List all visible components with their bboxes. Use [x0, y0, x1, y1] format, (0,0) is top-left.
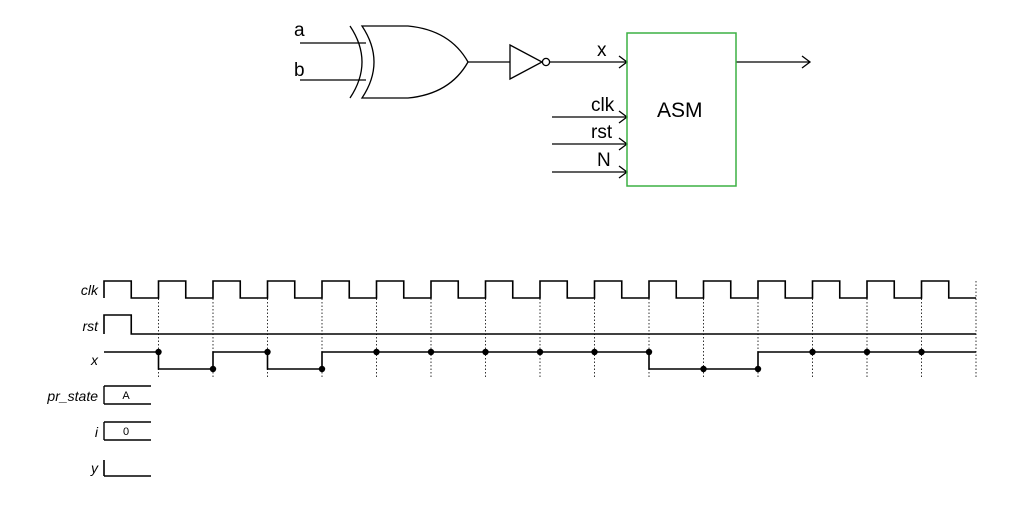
inverter-bubble [541, 57, 551, 67]
x-sample-dot [645, 348, 653, 356]
x-sample-dot [373, 348, 380, 356]
circuit-schematic [300, 25, 812, 179]
y-line [103, 460, 151, 477]
x-sample-dot [264, 348, 271, 356]
x-sample-dot [536, 348, 544, 356]
x-sample-dot [700, 365, 707, 373]
x-sample-dot [155, 348, 162, 356]
asm-label: ASM [657, 99, 703, 122]
signal-label-x: x [90, 352, 99, 368]
label-b: b [294, 60, 305, 81]
signal-label-pr-state: pr_state [46, 388, 98, 404]
x-sample-dot [318, 365, 326, 373]
x-sample-dot [863, 348, 871, 356]
label-clk: clk [591, 95, 615, 116]
xor-gate-body [360, 25, 469, 99]
asm-block [626, 32, 737, 187]
label-x: x [597, 40, 607, 61]
label-rst: rst [591, 122, 613, 143]
i-value: 0 [123, 426, 129, 438]
arrow-out [801, 55, 812, 69]
x-sample-dot [209, 365, 217, 373]
signal-label-y: y [90, 460, 99, 476]
x-sample-dot [591, 348, 598, 356]
inverter-triangle [509, 43, 544, 81]
signal-label-rst: rst [82, 318, 99, 334]
xor-input-curve [349, 25, 363, 99]
clk-waveform [103, 280, 976, 299]
x-sample-dot [427, 348, 435, 356]
x-sample-dot [918, 348, 925, 356]
label-n: N [597, 150, 611, 171]
pr-state-value: A [122, 390, 130, 402]
signal-label-i: i [95, 424, 99, 440]
x-sample-dot [754, 365, 762, 373]
x-sample-dots [155, 348, 925, 373]
pr-state-bus [103, 385, 151, 405]
rst-waveform [103, 314, 976, 335]
x-sample-dot [482, 348, 489, 356]
label-a: a [294, 20, 305, 41]
signal-label-clk: clk [81, 282, 99, 298]
i-bus [103, 421, 151, 441]
x-waveform [104, 351, 976, 370]
x-sample-dot [809, 348, 816, 356]
